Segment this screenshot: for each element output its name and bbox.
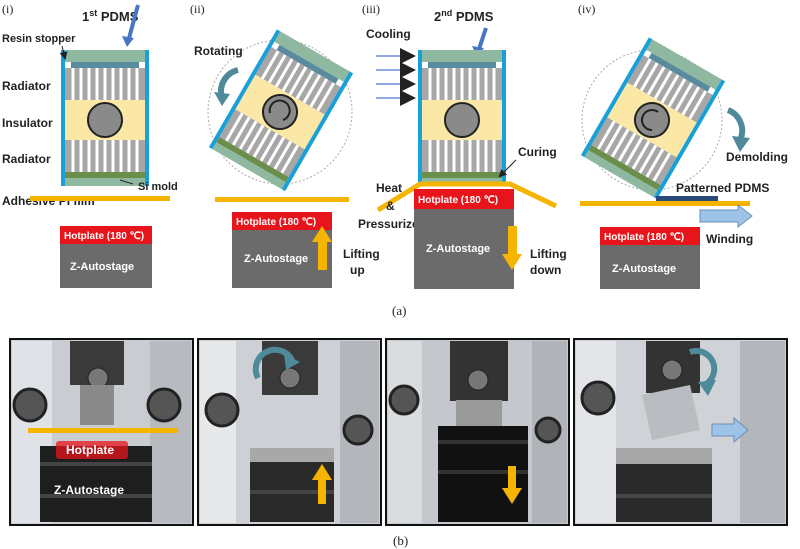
step-iii-title: 2nd PDMS — [434, 8, 494, 24]
photo-2-lift-up-arrowhead — [312, 464, 332, 480]
photo-1: Hotplate Z-Autostage — [9, 338, 194, 526]
step-i-pour-arrowhead — [122, 36, 134, 47]
step-i-film — [30, 196, 170, 201]
step-iii-hotplate — [414, 189, 514, 209]
step-iv-hotplate — [600, 227, 700, 245]
step-iii-roman: (iii) — [362, 2, 380, 16]
step-ii-hotplate — [232, 212, 332, 230]
patterned-pdms — [656, 196, 718, 201]
caption-b: (b) — [393, 533, 408, 548]
lifting-up-label-1: Lifting — [343, 247, 380, 261]
step-ii-stage-label: Z-Autostage — [244, 253, 308, 265]
amp-label: & — [386, 199, 395, 213]
resin-stopper-pointer — [59, 45, 68, 60]
step-i-pour-arrow — [126, 4, 140, 43]
step-ii-film — [215, 197, 349, 202]
step-iii-hotplate-label: Hotplate (180 ℃) — [418, 195, 498, 206]
winding-arrow — [699, 203, 753, 229]
step-ii-roman: (ii) — [190, 2, 205, 16]
photo-3-lift-down-shaft — [508, 466, 516, 490]
rotating-arrowhead — [214, 92, 230, 106]
lift-up-arrowhead — [312, 226, 332, 242]
photo-2-lift-up-shaft — [318, 478, 326, 504]
lift-down-arrowhead — [502, 254, 522, 270]
step-iv-spin-icon — [641, 109, 659, 131]
step-iii-mold — [416, 48, 508, 188]
step-ii-hotplate-label: Hotplate (180 ℃) — [236, 217, 316, 228]
photo-4-demold-arrow — [688, 347, 718, 387]
step-i-hotplate-label: Hotplate (180 ℃) — [64, 231, 144, 242]
step-i: (i) 1st PDMS Resin stopper Radiator Insu… — [2, 2, 178, 288]
step-i-title: 1st PDMS — [82, 8, 139, 24]
step-iv-roman: (iv) — [578, 2, 595, 16]
lifting-down-label-1: Lifting — [530, 247, 567, 261]
step-i-mold — [59, 48, 151, 188]
photo-2 — [197, 338, 382, 526]
demolding-arrow — [726, 107, 746, 142]
radiator-bottom-label: Radiator — [2, 152, 51, 166]
cooling-label: Cooling — [366, 27, 411, 41]
step-i-roman: (i) — [2, 2, 13, 16]
rotating-label: Rotating — [194, 44, 243, 58]
lifting-up-label-2: up — [350, 263, 365, 277]
heat-label: Heat — [376, 181, 402, 195]
photo-2-rotate-arrowhead — [284, 354, 300, 370]
step-i-hotplate — [60, 226, 152, 244]
pressurize-label: Pressurize — [358, 217, 419, 231]
caption-a: (a) — [392, 303, 406, 318]
patterned-pdms-label: Patterned PDMS — [676, 181, 769, 195]
demolding-arrowhead — [732, 136, 750, 152]
step-ii: (ii) Rotating Hotplate (180 ℃) Z-Autosta… — [190, 2, 380, 288]
lift-down-arrow-shaft — [508, 226, 517, 256]
step-i-stage — [60, 244, 152, 288]
photo-1-hotplate-tag — [56, 441, 128, 459]
photo-1-hotplate-label: Hotplate — [66, 443, 114, 457]
step-iv-mold — [579, 35, 727, 201]
insulator-label: Insulator — [2, 116, 53, 130]
winding-label: Winding — [706, 232, 753, 246]
step-iv-hotplate-label: Hotplate (180 ℃) — [604, 232, 684, 243]
demolding-label: Demolding — [726, 150, 788, 164]
radiator-top-label: Radiator — [2, 79, 51, 93]
step-i-stage-label: Z-Autostage — [70, 261, 134, 273]
step-iii-stage — [414, 209, 514, 289]
step-iv-stage-label: Z-Autostage — [612, 263, 676, 275]
step-iii-stage-label: Z-Autostage — [426, 243, 490, 255]
si-mold-label: Si mold — [138, 181, 178, 193]
cooling-arrows — [376, 48, 416, 106]
si-mold-pointer — [119, 179, 134, 185]
photo-3 — [385, 338, 570, 526]
step-iv-film — [580, 201, 750, 206]
step-iv: (iv) Demolding Patterned PDMS Winding Ho… — [578, 2, 788, 289]
photo-4 — [573, 338, 788, 526]
step-iii-film — [376, 181, 558, 213]
curing-pointer — [498, 159, 517, 178]
step-iii: (iii) 2nd PDMS Cooling Curing Heat & Pre… — [358, 2, 567, 289]
step-ii-spin-icon — [268, 99, 291, 121]
photo-4-demold-arrowhead — [698, 380, 716, 396]
resin-stopper-label: Resin stopper — [2, 33, 76, 45]
step-iv-stage — [600, 245, 700, 289]
lift-up-arrow-shaft — [318, 240, 327, 270]
curing-label: Curing — [518, 145, 557, 159]
photo-1-stage-label: Z-Autostage — [54, 483, 124, 497]
photo-3-lift-down-arrowhead — [502, 488, 522, 504]
photo-4-winding-arrow — [711, 416, 749, 444]
photo-2-rotate-arrow — [252, 346, 295, 380]
lifting-down-label-2: down — [530, 263, 561, 277]
